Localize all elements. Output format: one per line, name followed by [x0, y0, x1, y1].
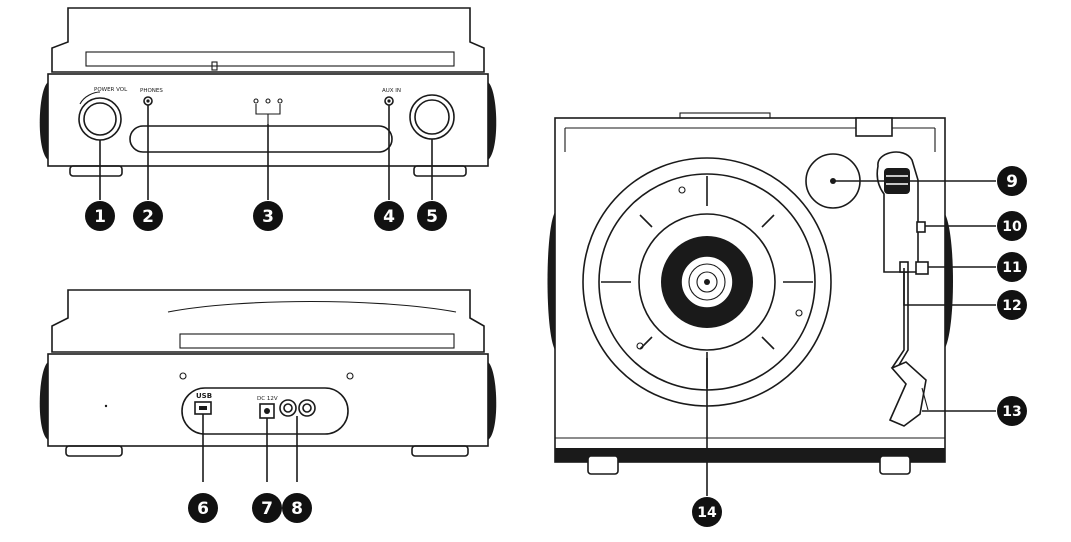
callout-2: 2 [133, 201, 163, 231]
front-lid [51, 7, 485, 73]
spindle [704, 279, 710, 285]
spindle-ring-inner [696, 271, 718, 293]
callout-5-number: 5 [426, 207, 438, 227]
callout-4: 4 [374, 201, 404, 231]
top-foot-left [587, 455, 619, 475]
callout-11: 11 [997, 252, 1027, 282]
volume-arc [79, 91, 101, 105]
led-1 [253, 98, 259, 104]
line-out-right-inner [302, 403, 312, 413]
top-foot-right [879, 455, 911, 475]
aux-label: AUX IN [382, 88, 401, 94]
front-lid-window [85, 51, 455, 67]
callout-9-number: 9 [1006, 172, 1018, 192]
aux-jack-hole [387, 99, 391, 103]
callout-13-number: 13 [1002, 404, 1021, 420]
callout-1: 1 [85, 201, 115, 231]
led-3 [277, 98, 283, 104]
rear-grille-left [39, 362, 48, 440]
callout-14: 14 [692, 497, 722, 527]
rear-connector-panel [181, 387, 349, 435]
callout-3-number: 3 [262, 207, 274, 227]
callout-11-number: 11 [1002, 260, 1021, 276]
platter-hole-1 [678, 186, 686, 194]
auto-stop-switch [915, 261, 929, 275]
callout-14-number: 14 [697, 505, 717, 521]
line-out-left [279, 399, 297, 417]
knob-label: POWER VOL [94, 87, 128, 93]
rear-screw-right [346, 372, 354, 380]
front-lid-hinge [211, 61, 218, 71]
callout-6-number: 6 [197, 499, 209, 519]
platter-hole-2 [795, 309, 803, 317]
top-view [547, 112, 996, 496]
rear-grille-right [488, 362, 497, 440]
callout-1-number: 1 [94, 207, 106, 227]
callout-10-number: 10 [1002, 219, 1022, 235]
callout-line-12 [903, 268, 996, 306]
callout-10: 10 [997, 211, 1027, 241]
arm-lift-lever [916, 221, 926, 233]
rear-dot [104, 404, 108, 408]
tonearm-tube-edge [895, 272, 909, 371]
platter-mat [638, 213, 776, 351]
callout-5: 5 [417, 201, 447, 231]
callout-7-number: 7 [261, 499, 273, 519]
callout-4-number: 4 [383, 207, 395, 227]
top-back-latch [855, 117, 893, 137]
dc-label: DC 12V [257, 396, 278, 402]
callout-2-number: 2 [142, 207, 154, 227]
led-2 [265, 98, 271, 104]
platter-hole-3 [636, 342, 644, 350]
callout-8: 8 [282, 493, 312, 523]
rear-lid-window [179, 333, 455, 349]
volume-knob-inner [83, 102, 117, 136]
dc-jack-hole [264, 408, 270, 414]
rear-screw-left [179, 372, 187, 380]
cue-finger [921, 387, 929, 411]
front-foot-right [413, 165, 467, 177]
callout-8-number: 8 [291, 499, 303, 519]
top-hinge [679, 112, 771, 119]
front-grille-right [488, 82, 497, 160]
front-foot-left [69, 165, 123, 177]
usb-label: USB [196, 392, 212, 400]
led-bracket [255, 104, 281, 124]
usb-port-inner [199, 406, 207, 410]
front-slot [129, 125, 393, 153]
rear-lid [51, 289, 485, 353]
tone-knob-inner [414, 99, 450, 135]
line-out-right [298, 399, 316, 417]
callout-6: 6 [188, 493, 218, 523]
spindle-ring [688, 263, 726, 301]
callout-12-number: 12 [1002, 298, 1021, 314]
callout-13: 13 [997, 396, 1027, 426]
front-view: POWER VOL PHONES AUX IN [39, 7, 497, 200]
top-front-strip [555, 448, 945, 462]
front-grille-left [39, 82, 48, 160]
phones-label: PHONES [140, 88, 163, 94]
headshell [888, 361, 927, 427]
rear-lid-curve [167, 300, 457, 313]
rear-foot-left [65, 445, 123, 457]
phones-jack-hole [146, 99, 150, 103]
rear-foot-right [411, 445, 469, 457]
line-out-left-inner [283, 403, 293, 413]
top-grille-left [547, 212, 555, 350]
top-grille-right [944, 212, 953, 350]
callout-3: 3 [253, 201, 283, 231]
rear-view: USB DC 12V [39, 289, 497, 482]
callout-7: 7 [252, 493, 282, 523]
callout-12: 12 [997, 290, 1027, 320]
callout-9: 9 [997, 166, 1027, 196]
